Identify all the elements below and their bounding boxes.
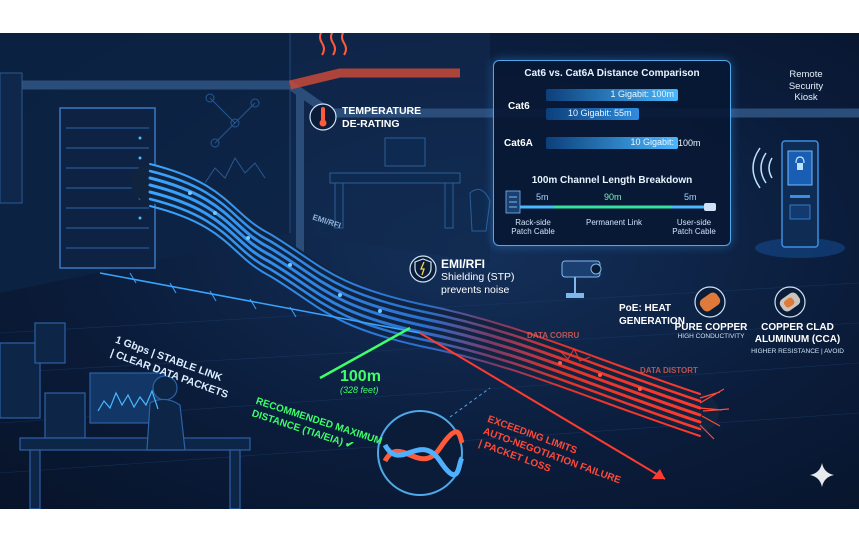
cat6a-10g-dist: 100m (678, 138, 701, 148)
seg2-len: 90m (604, 192, 622, 202)
cat6-1g-bar: 1 Gigabit: 100m (546, 89, 678, 101)
sparkle-icon (810, 463, 834, 487)
pure-copper-label: PURE COPPER HIGH CONDUCTIVITY (670, 322, 752, 340)
remote-line1: Remote (789, 69, 823, 80)
poe-label: PoE: HEAT GENERATION (619, 302, 685, 328)
seg1-l1: Rack-side (515, 218, 551, 227)
seg3-l2: Patch Cable (672, 227, 716, 236)
magnifier-twisted-pair (377, 387, 491, 496)
distance-feet: (328 feet) (340, 385, 379, 395)
remote-line3: Kiosk (794, 92, 818, 103)
emi-line1: Shielding (STP) (441, 271, 515, 283)
thermometer-icon (309, 103, 337, 131)
cat6a-10g-bar: 10 Gigabit: (546, 137, 678, 149)
breakdown-bar (505, 190, 716, 214)
cca-line1: COPPER CLAD (761, 322, 834, 333)
seg1-label: Rack-side Patch Cable (508, 218, 558, 236)
kiosk-icon (752, 140, 845, 258)
temperature-label: TEMPERATURE DE-RATING (342, 105, 421, 131)
seg3-l1: User-side (676, 218, 712, 227)
emi-title: EMI/RFI (441, 257, 485, 271)
remote-line2: Security (788, 80, 824, 92)
scene-illustration (0, 33, 859, 509)
seg1-l2: Patch Cable (511, 227, 555, 236)
remote-kiosk-label: Remote Security Kiosk (770, 69, 842, 104)
seg3-len: 5m (684, 192, 697, 202)
rj45-icon (704, 203, 716, 211)
cat6-1g-text: 1 Gigabit: 100m (610, 89, 674, 99)
cca-subtitle: HIGHER RESISTANCE | AVOID (751, 348, 844, 355)
temperature-line1: TEMPERATURE (342, 105, 422, 117)
infographic-scene: TEMPERATURE DE-RATING EMI/RFI Shielding … (0, 33, 859, 509)
pure-copper-subtitle: HIGH CONDUCTIVITY (677, 333, 745, 340)
seg3-label: User-side Patch Cable (664, 218, 724, 236)
emi-line2: prevents noise (441, 284, 510, 296)
cca-line2: ALUMINUM (CCA) (754, 334, 841, 345)
cat6a-10g-text: 10 Gigabit: (630, 137, 674, 147)
pure-copper-icon (694, 286, 726, 318)
cat6-label: Cat6 (508, 101, 530, 112)
emi-label: EMI/RFI Shielding (STP) prevents noise (441, 258, 515, 297)
poe-line2: GENERATION (619, 316, 685, 327)
seg2-label: Permanent Link (585, 218, 643, 227)
camera-icon (561, 260, 602, 298)
pure-copper-title: PURE COPPER (674, 322, 748, 333)
distance-value: 100m (340, 368, 381, 385)
data-distort-text: DATA DISTORT (640, 366, 698, 375)
cat6-10g-bar: 10 Gigabit: 55m (546, 108, 639, 120)
temperature-line2: DE-RATING (342, 118, 400, 130)
breakdown-title: 100m Channel Length Breakdown (531, 175, 693, 186)
poe-line1: PoE: HEAT (619, 303, 672, 314)
cca-icon (774, 286, 806, 318)
comparison-title: Cat6 vs. Cat6A Distance Comparison (524, 68, 700, 79)
seg1-len: 5m (536, 192, 549, 202)
shield-lightning-icon (409, 255, 437, 283)
comparison-panel: Cat6 vs. Cat6A Distance Comparison Cat6 … (493, 60, 731, 246)
cable-bundle (131, 163, 719, 437)
data-corrupt-text: DATA CORRU (527, 331, 580, 340)
cat6-10g-text: 10 Gigabit: 55m (568, 108, 632, 118)
cat6a-label: Cat6A (504, 138, 533, 149)
cca-label: COPPER CLAD ALUMINUM (CCA) HIGHER RESIST… (745, 322, 850, 358)
